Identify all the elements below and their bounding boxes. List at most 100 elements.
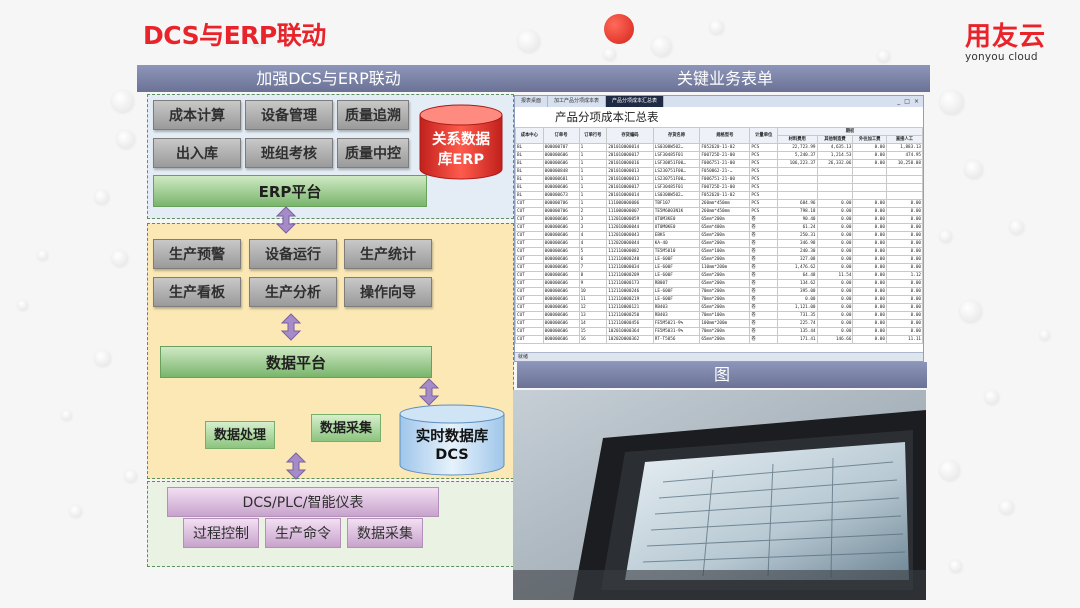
table-cell: 000000606 [542,223,580,232]
table-cell: 201010000013 [606,167,654,176]
table-cell: 0.00 [816,279,854,288]
table-cell: F006751-21-00 [699,159,751,168]
decorative-dot [965,160,983,178]
table-cell: 26,332.06 [816,159,854,168]
table-cell: 0.00 [852,335,887,344]
table-cell: 0.00 [852,327,887,336]
table-cell: CUT [515,223,544,232]
table-cell [852,175,887,184]
table-cell: 201010000013 [606,175,654,184]
table-cell: 1 [578,199,608,208]
report-tabbar: 报表桌面 加工产品分项成本表 产品分项成本汇总表 _ □ × [515,96,923,107]
table-cell: 0.00 [816,263,854,272]
table-cell: CUT [515,199,544,208]
table-cell: 2 [578,207,608,216]
table-cell: 100mm*200m [699,319,751,328]
table-cell: BL [515,191,544,200]
table-cell: 112110000082 [606,247,654,256]
table-cell: 684.96 [777,199,818,208]
table-cell: LE-600F [652,271,701,280]
table-cell: 0.00 [885,287,923,296]
table-cell: 12 [578,303,608,312]
table-cell: 4 [578,231,608,240]
table-cell: 000000848 [542,167,580,176]
decorative-dot [38,250,48,260]
table-cell: 卷 [749,263,779,272]
module-production-board: 生产看板 [153,277,241,307]
table-cell: 65mm*200m [699,215,751,224]
table-cell: 卷 [749,311,779,320]
table-cell: 卷 [749,335,779,344]
table-cell: 70mm*200m [699,295,751,304]
table-cell: CUT [515,319,544,328]
table-cell: 000000706 [542,199,580,208]
table-cell: 0.00 [816,295,854,304]
table-cell: LS230751F00… [652,167,701,176]
table-cell: 112010000043 [606,231,654,240]
brand-logo: 用友云 yonyou cloud [965,16,1046,63]
table-cell: CUT [515,271,544,280]
table-cell: 798.18 [777,207,818,216]
table-cell: 000000606 [542,263,580,272]
table-cell: 000000606 [542,319,580,328]
table-cell: BL [515,175,544,184]
report-tab[interactable]: 报表桌面 [515,96,549,107]
table-cell: 1,883.13 [885,143,923,152]
restore-icon[interactable]: □ [904,98,910,105]
table-cell: 201010000014 [606,191,654,200]
table-cell: 0.00 [885,215,923,224]
table-cell: 0.00 [885,303,923,312]
table-cell: CUT [515,327,544,336]
table-cell: 0.00 [885,247,923,256]
table-cell: 0.00 [885,295,923,304]
module-data-acquisition: 数据采集 [347,518,423,548]
erp-db-label-2: 库ERP [437,152,485,168]
close-icon[interactable]: × [913,98,919,105]
module-inout-stock: 出入库 [153,138,241,168]
table-cell: 卷 [749,287,779,296]
table-cell: 0.00 [852,319,887,328]
table-cell: 14 [578,319,608,328]
module-equipment-run: 设备运行 [249,239,337,269]
table-cell: 0.00 [885,311,923,320]
table-cell: 0.00 [816,319,854,328]
decorative-dot [518,30,540,52]
decorative-dot [117,130,135,148]
table-cell: 0.00 [852,143,887,152]
table-cell: F052620-11-02 [699,143,751,152]
minimize-icon[interactable]: _ [897,98,901,105]
data-collection-box: 数据采集 [311,414,381,442]
report-tab[interactable]: 加工产品分项成本表 [548,96,607,107]
table-cell: 112110000209 [606,271,654,280]
decorative-dot [960,300,982,322]
report-tab-active[interactable]: 产品分项成本汇总表 [606,96,665,107]
table-cell: 000000673 [542,191,580,200]
table-cell: CUT [515,231,544,240]
table-cell [777,175,818,184]
